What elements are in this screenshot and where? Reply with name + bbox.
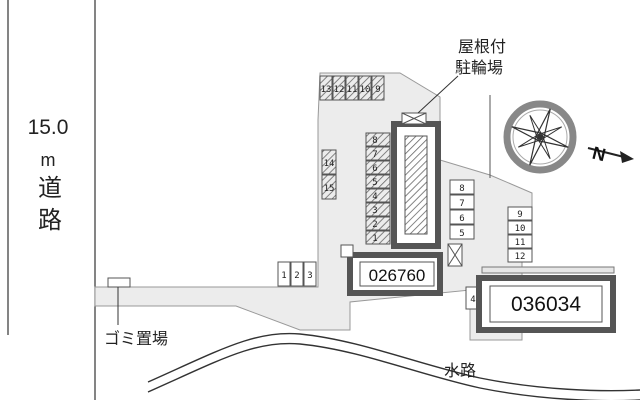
bike-slot	[365, 146, 391, 161]
building-a	[340, 244, 443, 296]
bike-slot	[332, 75, 346, 101]
bike-slot-label: 1	[372, 234, 377, 244]
waterway-bank-lower	[147, 342, 640, 400]
bike-slot	[321, 174, 337, 200]
parking-bottom-left: 1 2 3	[277, 261, 317, 287]
parking-space	[449, 179, 475, 195]
waterway-label: 水路	[444, 362, 476, 380]
building-a-label: 026760	[369, 266, 426, 285]
parking-label: 2	[294, 271, 299, 281]
bike-slot	[365, 202, 391, 217]
road-width-label: 15.0	[28, 116, 69, 139]
parking-space	[449, 224, 475, 240]
parking-middle: 8 7 6 5	[449, 179, 475, 240]
parking-label: 4	[470, 295, 475, 305]
bike-slots-left: 14 15	[321, 149, 337, 200]
bike-slot	[321, 149, 337, 175]
parking-label: 11	[515, 238, 526, 248]
bike-slot-label: 11	[347, 85, 358, 95]
north-arrowhead-icon	[620, 151, 634, 163]
parking-label: 1	[281, 271, 286, 281]
bike-slot-label: 7	[372, 150, 377, 160]
parking-label: 3	[307, 271, 312, 281]
parking-label: 12	[515, 252, 526, 262]
bike-slot-label: 8	[372, 136, 377, 146]
parking-space	[290, 261, 304, 287]
bike-slot-label: 4	[372, 192, 377, 202]
bike-slots-top: 13 12 11 10 9	[319, 75, 385, 101]
building-b	[476, 266, 616, 333]
parking-label: 7	[459, 199, 464, 209]
parking-label: 6	[459, 214, 464, 224]
bike-slots-center: 8 7 6 5 4 3 2 1	[365, 132, 391, 245]
bike-slot-label: 12	[334, 85, 345, 95]
road-name-line2: 路	[38, 207, 62, 234]
roofed-bike-parking	[391, 75, 459, 249]
garbage-area-box	[107, 277, 131, 288]
bike-slot	[365, 132, 391, 147]
parking-space	[507, 234, 533, 249]
bike-slot-label: 10	[360, 85, 371, 95]
bike-slot-label: 3	[372, 206, 377, 216]
bike-slot-label: 5	[372, 178, 377, 188]
garbage-area-label: ゴミ置場	[104, 329, 168, 348]
label-leader-line	[417, 75, 459, 114]
parking-space	[303, 261, 317, 287]
bike-slot-label: 6	[372, 164, 377, 174]
road-unit-label: m	[41, 150, 56, 170]
bike-slot	[358, 75, 372, 101]
parking-space	[507, 206, 533, 221]
road-name-line1: 道	[38, 175, 62, 202]
roofed-bike-parking-label-line2: 駐輪場	[455, 59, 503, 77]
parking-space	[449, 194, 475, 210]
parking-space	[507, 220, 533, 235]
parking-label: 5	[459, 229, 464, 239]
roofed-bike-parking-label-line1: 屋根付	[458, 38, 506, 56]
bike-slot	[365, 230, 391, 245]
parking-space	[449, 209, 475, 225]
bike-slot	[365, 188, 391, 203]
bike-slot	[365, 174, 391, 189]
bike-slot	[365, 160, 391, 175]
bike-slot	[319, 75, 333, 101]
bike-slot-label: 14	[324, 159, 335, 169]
bike-slot-label: 9	[375, 85, 380, 95]
building-b-label: 036034	[511, 293, 581, 316]
north-marker: N	[590, 143, 607, 166]
compass-icon	[503, 100, 577, 174]
entrance-mark	[447, 243, 463, 267]
bike-slot-label: 2	[372, 220, 377, 230]
parking-label: 10	[515, 224, 526, 234]
bike-slot	[365, 216, 391, 231]
parking-label: 9	[517, 210, 522, 220]
bike-slot-label: 13	[321, 85, 332, 95]
parking-space	[507, 248, 533, 263]
bike-slot	[345, 75, 359, 101]
parking-space	[277, 261, 291, 287]
bike-slot-label: 15	[324, 184, 335, 194]
waterway-bank-upper	[147, 332, 640, 392]
parking-right: 9 10 11 12	[507, 206, 533, 263]
parking-label: 8	[459, 184, 464, 194]
bike-slot	[371, 75, 385, 101]
